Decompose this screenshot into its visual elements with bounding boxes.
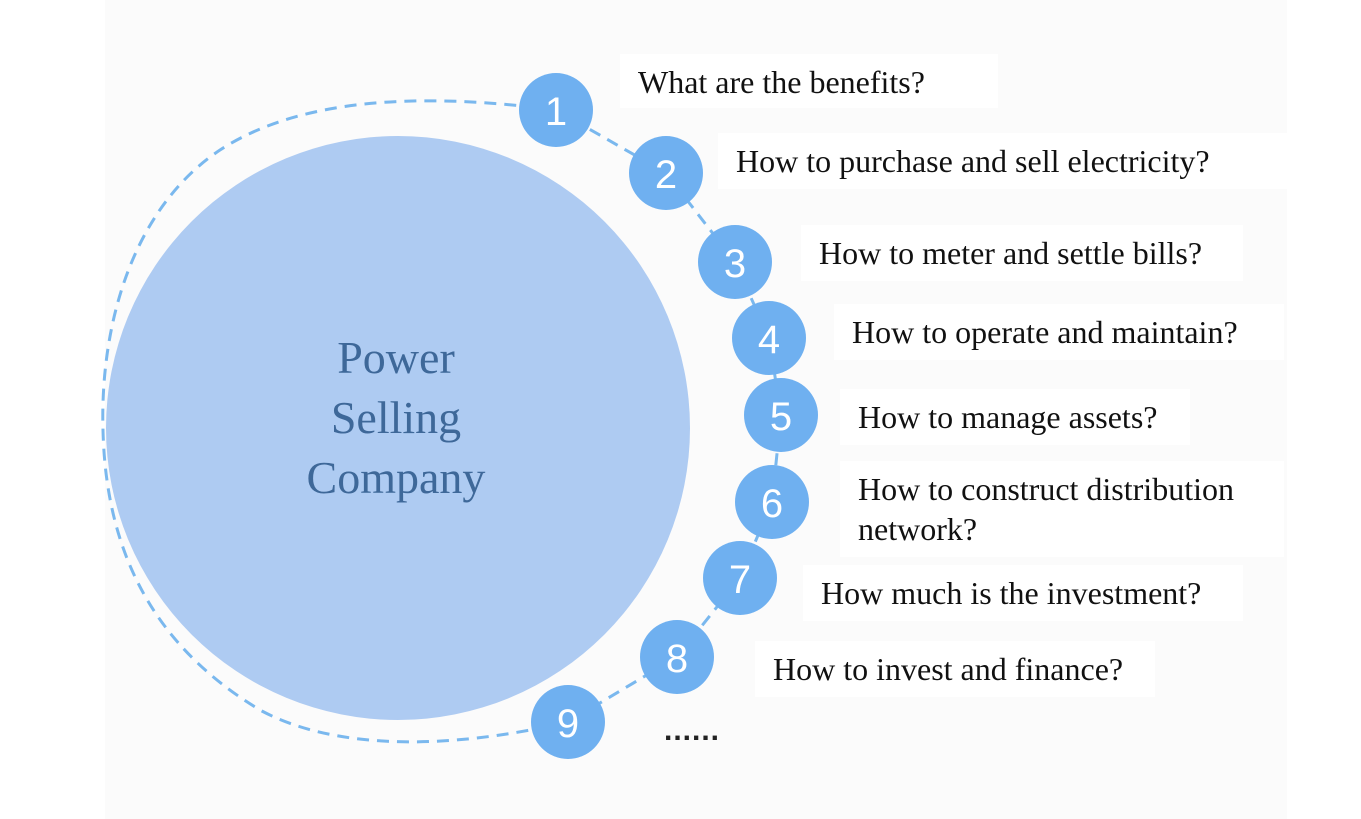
number-badge-circle [640, 620, 714, 694]
dashed-ring [101, 99, 783, 744]
question-6: How to construct distribution network? [840, 461, 1284, 557]
number-badge-7: 7 [703, 541, 777, 615]
number-badge-circle [531, 685, 605, 759]
number-badge-3: 3 [698, 225, 772, 299]
question-4: How to operate and maintain? [834, 304, 1284, 360]
question-3: How to meter and settle bills? [801, 225, 1243, 281]
center-title-line-2: Selling [330, 392, 462, 443]
central-circle [106, 136, 690, 720]
dashed-ring-path [101, 99, 783, 744]
center-title: Power Selling Company [250, 328, 542, 508]
number-badge-circle [703, 541, 777, 615]
number-badge-label: 9 [557, 702, 579, 746]
number-badge-9: 9 [531, 685, 605, 759]
number-badge-label: 8 [666, 637, 688, 681]
question-7: How much is the investment? [803, 565, 1243, 621]
number-badge-circle [519, 73, 593, 147]
number-badge-5: 5 [744, 378, 818, 452]
question-2: How to purchase and sell electricity? [718, 133, 1288, 189]
number-badge-6: 6 [735, 465, 809, 539]
number-badge-circle [732, 301, 806, 375]
more-ellipsis: ...... [664, 714, 721, 747]
number-badge-8: 8 [640, 620, 714, 694]
center-title-line-3: Company [306, 452, 486, 503]
question-1: What are the benefits? [620, 54, 998, 108]
number-badge-label: 6 [761, 482, 783, 526]
number-badge-label: 1 [545, 90, 567, 134]
center-title-line-1: Power [337, 332, 455, 383]
number-badge-4: 4 [732, 301, 806, 375]
number-badge-label: 7 [729, 558, 751, 602]
question-5: How to manage assets? [840, 389, 1190, 445]
question-8: How to invest and finance? [755, 641, 1155, 697]
number-badge-circle [629, 136, 703, 210]
number-badge-circle [744, 378, 818, 452]
number-badge-label: 5 [770, 395, 792, 439]
number-badge-label: 4 [758, 318, 780, 362]
number-badge-label: 2 [655, 153, 677, 197]
number-badge-circle [735, 465, 809, 539]
number-badge-circle [698, 225, 772, 299]
number-badge-label: 3 [724, 242, 746, 286]
number-badges: 1 2 34 5 678 9 [519, 73, 818, 759]
number-badge-1: 1 [519, 73, 593, 147]
number-badge-2: 2 [629, 136, 703, 210]
